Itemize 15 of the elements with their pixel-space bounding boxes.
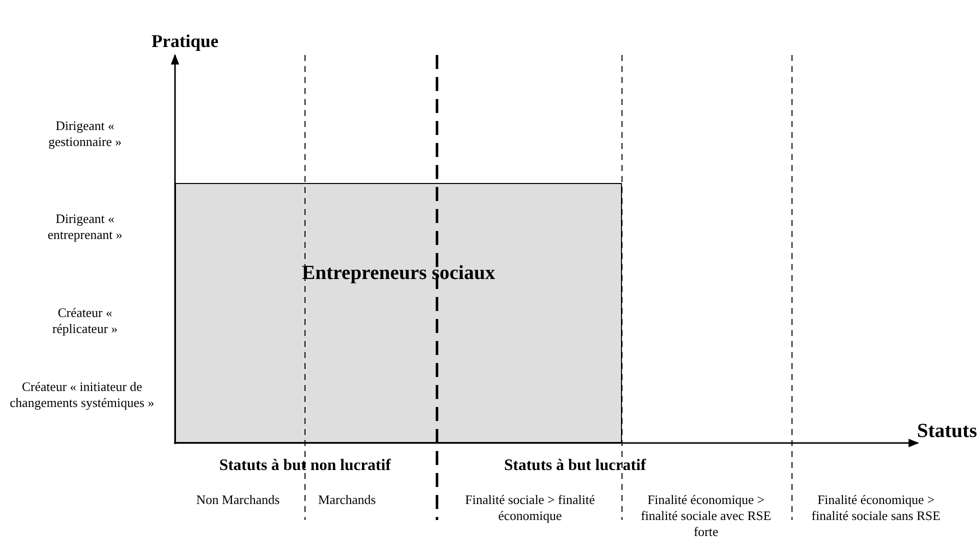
- region-box: [175, 183, 622, 443]
- region-label: Entrepreneurs sociaux: [300, 262, 496, 285]
- axis-title: Pratique: [150, 30, 220, 52]
- row-label: Dirigeant « entreprenant »: [46, 211, 124, 243]
- row-label: Dirigeant « gestionnaire »: [47, 118, 123, 150]
- column-label: Finalité économique > finalité sociale sans RSE: [810, 492, 942, 524]
- group-label: Statuts à but lucratif: [503, 456, 648, 476]
- column-label: Finalité économique > finalité sociale avec RSE forte: [640, 492, 772, 540]
- column-label: Finalité sociale > finalité économique: [464, 492, 596, 524]
- column-label: Non Marchands: [195, 492, 281, 508]
- row-label: Créateur « initiateur de changements systémiques »: [8, 379, 156, 411]
- group-label: Statuts à but non lucratif: [218, 456, 392, 476]
- row-label: Créateur « réplicateur »: [51, 305, 119, 337]
- column-label: Marchands: [317, 492, 377, 508]
- axis-title: Statuts: [916, 419, 978, 443]
